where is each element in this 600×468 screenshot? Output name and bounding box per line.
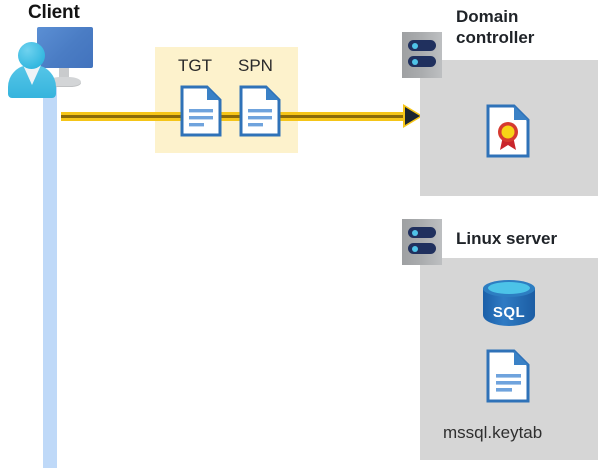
- server-bar-bottom-icon: [408, 56, 436, 67]
- server-bar-top-icon: [408, 40, 436, 51]
- client-label: Client: [28, 2, 80, 23]
- client-lifeline: [43, 82, 57, 468]
- domain-controller-server-rack-icon: [402, 32, 442, 78]
- domain-controller-title: Domain controller: [456, 7, 535, 47]
- person-collar-icon: [23, 65, 41, 85]
- monitor-screen-icon: [37, 27, 93, 68]
- sql-label: SQL: [492, 304, 526, 321]
- flow-line: [61, 112, 412, 121]
- server-led-icon: [412, 58, 418, 65]
- certificate-document-icon: [486, 104, 530, 159]
- sql-cylinder-top-highlight: [488, 282, 530, 294]
- person-head-icon: [18, 42, 45, 69]
- monitor-base-icon: [48, 77, 81, 86]
- server-led-icon: [412, 42, 418, 49]
- server-bar-top-icon: [408, 227, 436, 238]
- tgt-document-icon: [180, 85, 222, 137]
- arrow-head-icon: [405, 107, 420, 125]
- spn-caption: SPN: [238, 56, 273, 75]
- keytab-filename-label: mssql.keytab: [443, 423, 543, 442]
- user-computer-icon: [8, 27, 94, 101]
- server-led-icon: [412, 229, 418, 236]
- linux-server-rack-icon: [402, 219, 442, 265]
- monitor-neck-icon: [59, 68, 69, 80]
- spn-document-icon: [239, 85, 281, 137]
- tgt-caption: TGT: [178, 56, 212, 75]
- server-led-icon: [412, 245, 418, 252]
- keytab-document-icon: [486, 349, 530, 404]
- sql-database-icon: SQL: [483, 278, 535, 334]
- server-bar-bottom-icon: [408, 243, 436, 254]
- linux-server-title: Linux server: [456, 229, 558, 248]
